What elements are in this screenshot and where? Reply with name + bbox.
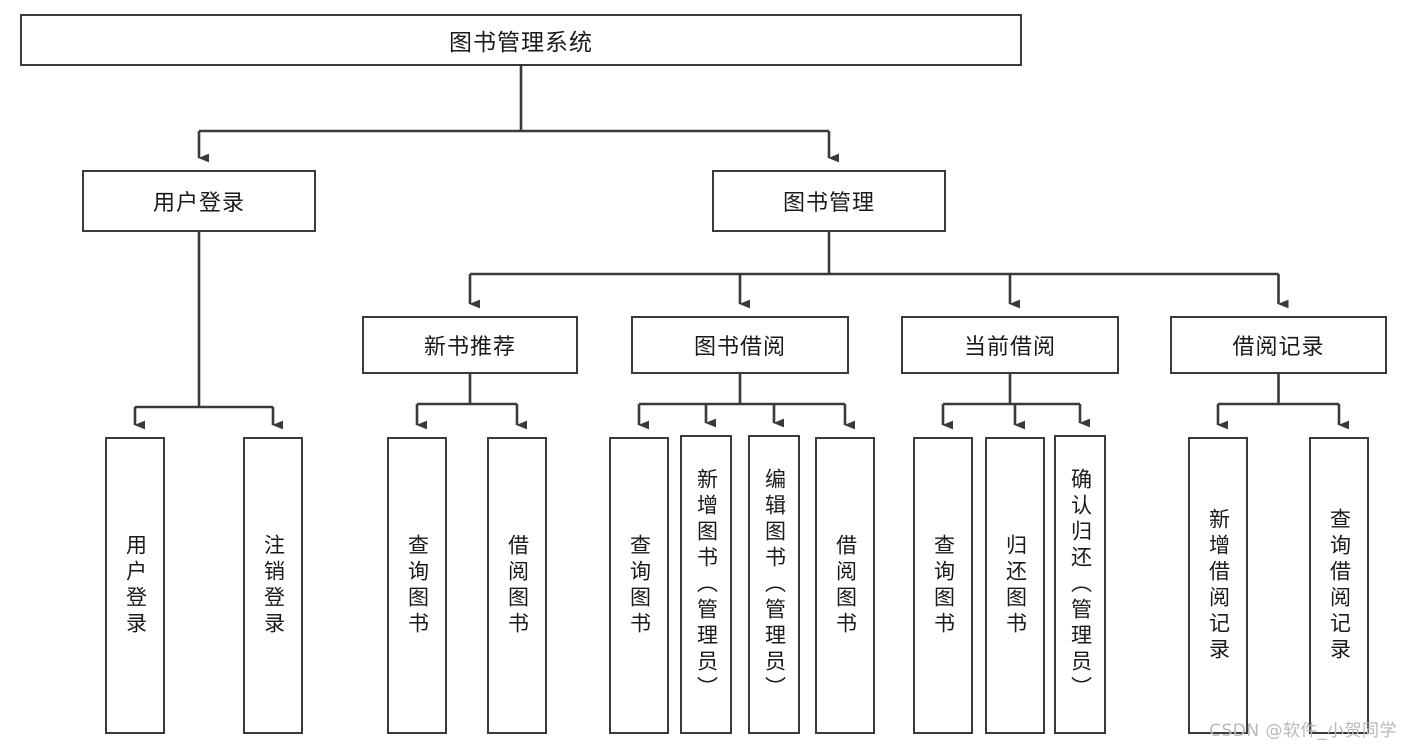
node-new-book-recommend[interactable]: 新书推荐 bbox=[362, 316, 578, 374]
node-label: 编辑图书（管理员） bbox=[762, 467, 787, 702]
node-label: 查询图书 bbox=[627, 533, 652, 638]
node-label: 查询图书 bbox=[931, 533, 956, 638]
node-label: 注销登录 bbox=[261, 533, 286, 638]
node-label: 借阅图书 bbox=[833, 533, 858, 638]
watermark-text: CSDN @软件_小贺同学 bbox=[1209, 721, 1397, 741]
node-book-manage[interactable]: 图书管理 bbox=[712, 170, 946, 232]
node-borrow-record[interactable]: 借阅记录 bbox=[1170, 316, 1387, 374]
node-label: 图书借阅 bbox=[693, 335, 786, 360]
node-label: 新增图书（管理员） bbox=[694, 467, 719, 702]
node-label: 用户登录 bbox=[123, 533, 148, 638]
node-label: 图书管理 bbox=[782, 191, 875, 216]
leaf-query-book-1[interactable]: 查询图书 bbox=[387, 437, 447, 734]
node-label: 借阅记录 bbox=[1232, 335, 1325, 360]
node-current-borrow[interactable]: 当前借阅 bbox=[901, 316, 1119, 374]
node-label: 确认归还（管理员） bbox=[1068, 467, 1093, 702]
leaf-add-borrow-record[interactable]: 新增借阅记录 bbox=[1188, 437, 1248, 734]
node-label: 图书管理系统 bbox=[449, 30, 593, 56]
node-label: 当前借阅 bbox=[963, 335, 1056, 360]
node-label: 查询借阅记录 bbox=[1327, 507, 1352, 664]
leaf-add-book-admin[interactable]: 新增图书（管理员） bbox=[680, 435, 732, 734]
node-label: 新书推荐 bbox=[423, 335, 516, 360]
leaf-return-book[interactable]: 归还图书 bbox=[985, 437, 1045, 734]
leaf-user-login[interactable]: 用户登录 bbox=[105, 437, 165, 734]
node-label: 用户登录 bbox=[152, 191, 245, 216]
node-book-borrow[interactable]: 图书借阅 bbox=[631, 316, 849, 374]
leaf-borrow-book-2[interactable]: 借阅图书 bbox=[815, 437, 875, 734]
leaf-query-book-2[interactable]: 查询图书 bbox=[609, 437, 669, 734]
leaf-user-logout[interactable]: 注销登录 bbox=[243, 437, 303, 734]
leaf-borrow-book-1[interactable]: 借阅图书 bbox=[487, 437, 547, 734]
leaf-edit-book-admin[interactable]: 编辑图书（管理员） bbox=[748, 435, 800, 734]
leaf-query-borrow-record[interactable]: 查询借阅记录 bbox=[1309, 437, 1369, 734]
leaf-confirm-return-admin[interactable]: 确认归还（管理员） bbox=[1054, 435, 1106, 734]
node-label: 归还图书 bbox=[1003, 533, 1028, 638]
node-root-system[interactable]: 图书管理系统 bbox=[20, 14, 1022, 66]
leaf-query-book-3[interactable]: 查询图书 bbox=[913, 437, 973, 734]
node-label: 借阅图书 bbox=[505, 533, 530, 638]
node-label: 查询图书 bbox=[405, 533, 430, 638]
node-user-login[interactable]: 用户登录 bbox=[82, 170, 316, 232]
node-label: 新增借阅记录 bbox=[1206, 507, 1231, 664]
